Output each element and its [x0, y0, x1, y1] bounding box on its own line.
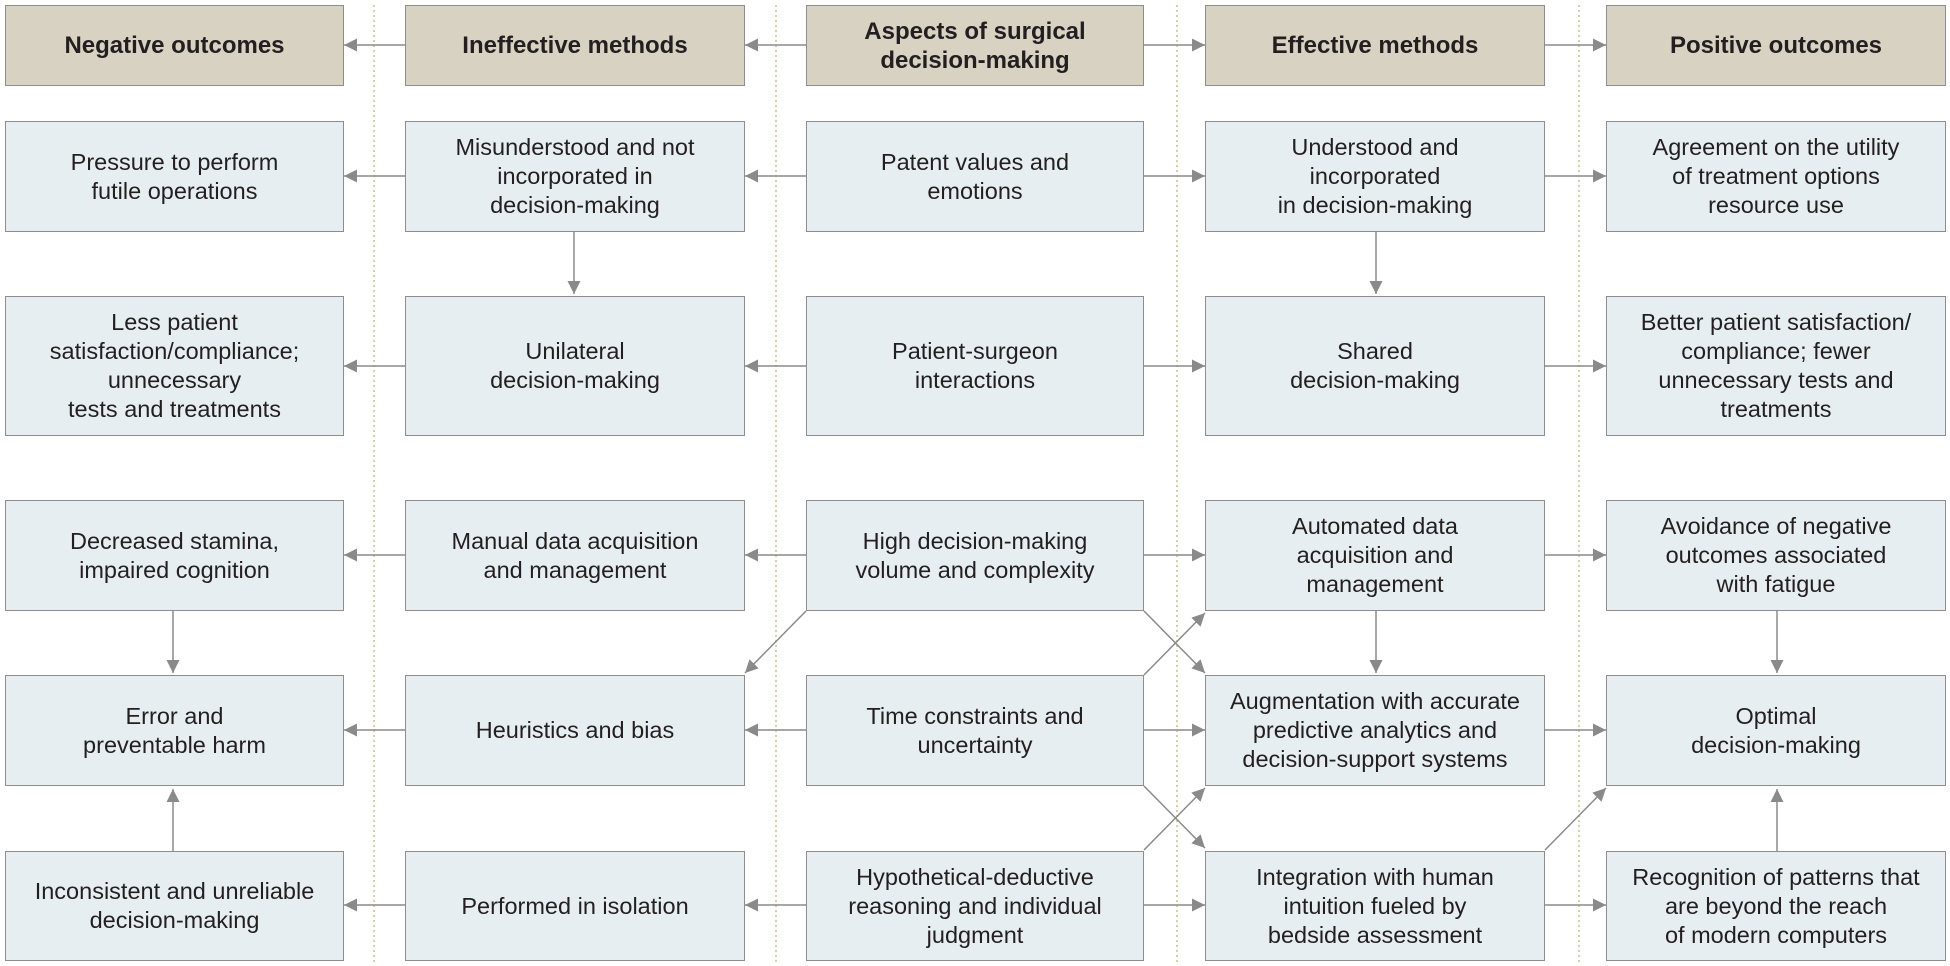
header-negative-outcomes: Negative outcomes: [5, 5, 344, 86]
box-text: Patient-surgeon interactions: [892, 338, 1058, 393]
positive-box-1: Agreement on the utility of treatment op…: [1606, 121, 1946, 232]
box-text: Understood and incorporated in decision-…: [1277, 134, 1473, 218]
box-text: Less patient satisfaction/compliance; un…: [49, 309, 300, 422]
ineffective-box-1: Misunderstood and not incorporated in de…: [405, 121, 745, 232]
ineffective-box-3: Manual data acquisition and management: [405, 500, 745, 611]
box-text: Time constraints and uncertainty: [866, 702, 1084, 758]
box-text: Augmentation with accurate predictive an…: [1230, 688, 1520, 772]
aspect-box-5: Hypothetical-deductive reasoning and ind…: [806, 851, 1144, 961]
arrow-r3-aspect-to-augmentation: [1143, 610, 1206, 674]
negative-box-4: Error and preventable harm: [5, 675, 344, 786]
aspect-box-4: Time constraints and uncertainty: [806, 675, 1144, 786]
box-text: Shared decision-making: [1290, 338, 1460, 393]
box-text: Error and preventable harm: [83, 702, 266, 758]
box-text: Hypothetical-deductive reasoning and ind…: [848, 863, 1102, 948]
negative-box-5: Inconsistent and unreliable decision-mak…: [5, 851, 344, 961]
header-effective-methods: Effective methods: [1205, 5, 1545, 86]
box-text: Integration with human intuition fueled …: [1256, 863, 1494, 948]
box-text: Inconsistent and unreliable decision-mak…: [34, 878, 315, 933]
box-text: Unilateral decision-making: [490, 338, 660, 393]
box-text: Recognition of patterns that are beyond …: [1632, 863, 1920, 948]
header-label: Positive outcomes: [1669, 32, 1883, 59]
box-text: Misunderstood and not incorporated in de…: [455, 134, 695, 218]
aspect-box-2: Patient-surgeon interactions: [806, 296, 1144, 436]
box-text: Automated data acquisition and managemen…: [1292, 513, 1458, 597]
header-ineffective-methods: Ineffective methods: [405, 5, 745, 86]
box-text: Optimal decision-making: [1691, 702, 1861, 758]
box-text: Decreased stamina, impaired cognition: [70, 527, 279, 583]
arrow-r4-aspect-to-automated: [1143, 612, 1206, 676]
box-text: Manual data acquisition and management: [451, 527, 699, 583]
effective-box-5: Integration with human intuition fueled …: [1205, 851, 1545, 961]
negative-box-1: Pressure to perform futile operations: [5, 121, 344, 232]
effective-box-1: Understood and incorporated in decision-…: [1205, 121, 1545, 232]
box-text: Patent values and emotions: [880, 148, 1070, 204]
header-label: Effective methods: [1271, 32, 1479, 59]
arrow-r5-integration-to-optimal: [1544, 787, 1607, 851]
box-text: Agreement on the utility of treatment op…: [1652, 134, 1900, 218]
aspect-box-3: High decision-making volume and complexi…: [806, 500, 1144, 611]
box-text: Performed in isolation: [461, 892, 689, 919]
header-aspects: Aspects of surgical decision-making: [806, 5, 1144, 86]
box-text: Heuristics and bias: [475, 717, 675, 743]
negative-box-2: Less patient satisfaction/compliance; un…: [5, 296, 344, 436]
header-label: Ineffective methods: [462, 32, 688, 59]
header-label: Negative outcomes: [64, 32, 285, 59]
box-text: Pressure to perform futile operations: [70, 148, 279, 204]
ineffective-box-4: Heuristics and bias: [405, 675, 745, 786]
header-positive-outcomes: Positive outcomes: [1606, 5, 1946, 86]
arrow-r4-aspect-to-integration: [1143, 785, 1206, 849]
arrow-r5-aspect-to-augmentation: [1143, 787, 1206, 851]
box-text: Avoidance of negative outcomes associate…: [1660, 513, 1892, 597]
arrow-r3-aspect-to-heuristics: [744, 610, 807, 674]
positive-box-5: Recognition of patterns that are beyond …: [1606, 851, 1946, 961]
effective-box-3: Automated data acquisition and managemen…: [1205, 500, 1545, 611]
positive-box-2: Better patient satisfaction/ compliance;…: [1606, 296, 1946, 436]
header-label: Aspects of surgical decision-making: [864, 17, 1086, 74]
effective-box-2: Shared decision-making: [1205, 296, 1545, 436]
box-text: Better patient satisfaction/ compliance;…: [1640, 309, 1912, 422]
box-text: High decision-making volume and complexi…: [855, 527, 1095, 583]
positive-box-3: Avoidance of negative outcomes associate…: [1606, 500, 1946, 611]
ineffective-box-5: Performed in isolation: [405, 851, 745, 961]
negative-box-3: Decreased stamina, impaired cognition: [5, 500, 344, 611]
aspect-box-1: Patent values and emotions: [806, 121, 1144, 232]
ineffective-box-2: Unilateral decision-making: [405, 296, 745, 436]
positive-box-4: Optimal decision-making: [1606, 675, 1946, 786]
effective-box-4: Augmentation with accurate predictive an…: [1205, 675, 1545, 786]
